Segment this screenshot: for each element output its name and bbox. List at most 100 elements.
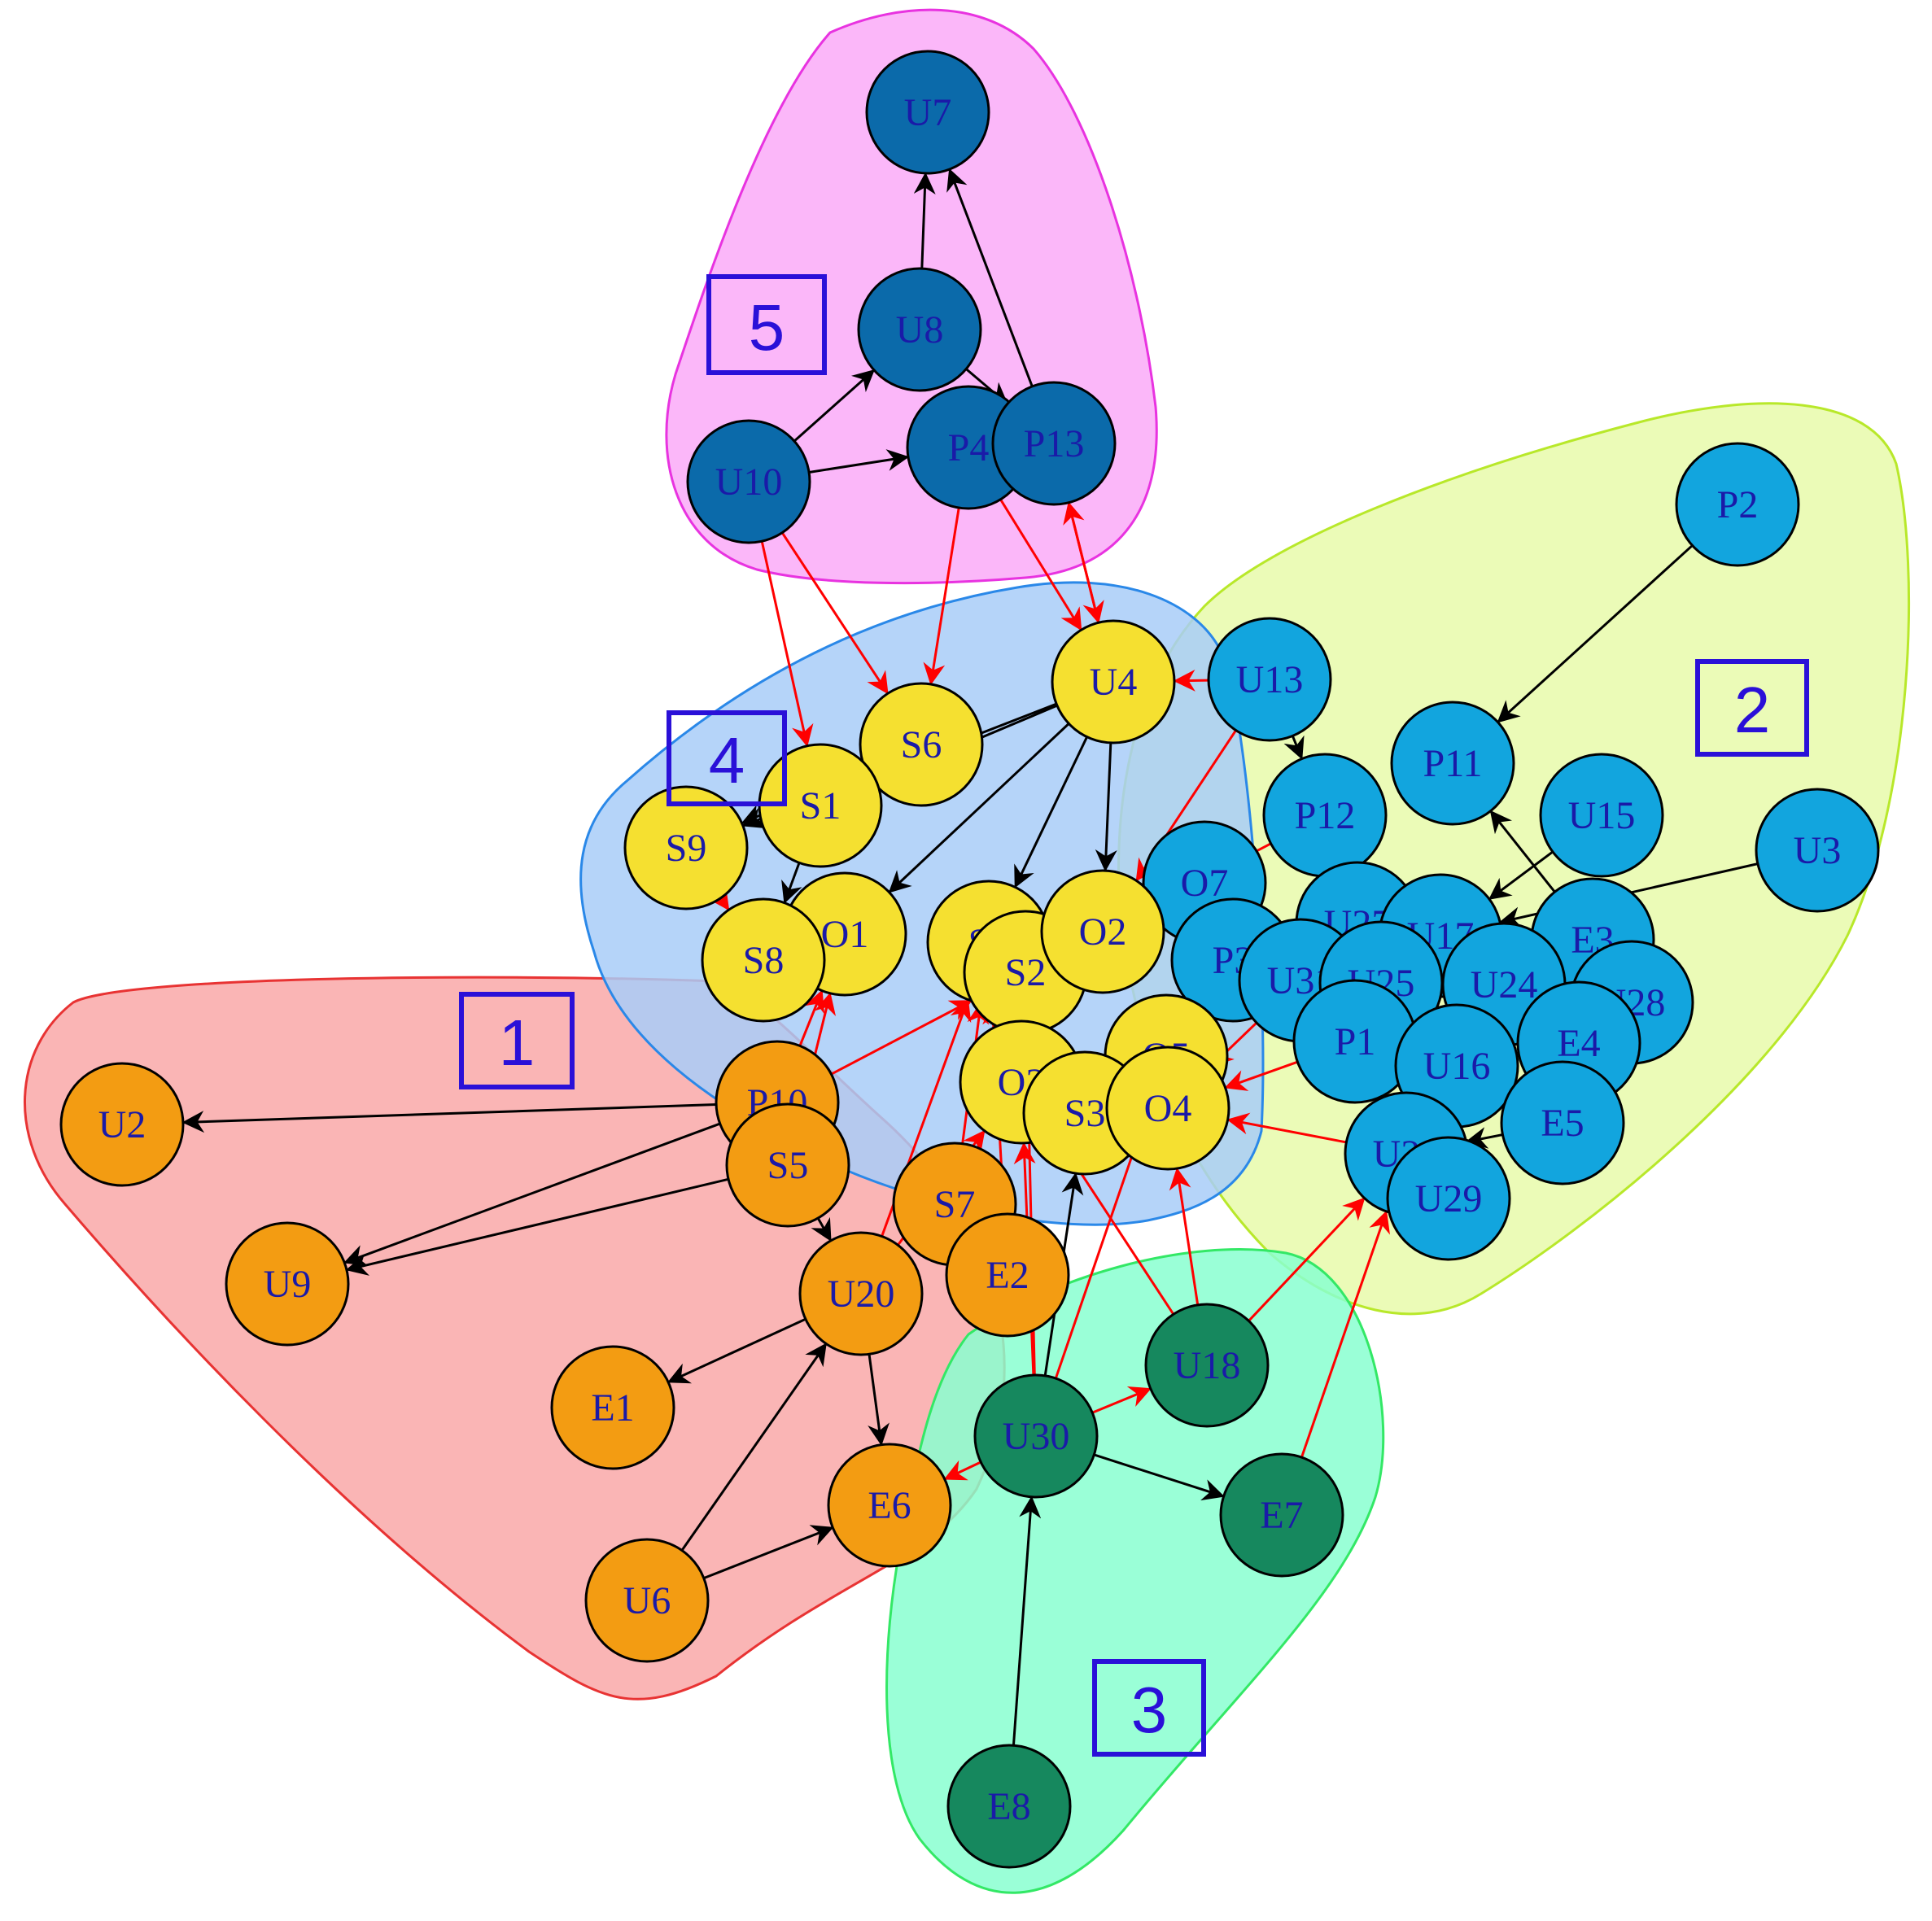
node-label-E8: E8: [987, 1785, 1030, 1828]
group-label-4: 4: [709, 724, 745, 797]
node-O4[interactable]: O4: [1105, 1046, 1230, 1171]
node-circle-E1: [550, 1345, 675, 1470]
node-U10[interactable]: U10: [686, 419, 811, 544]
node-U30[interactable]: U30: [973, 1373, 1099, 1499]
node-E2[interactable]: E2: [945, 1212, 1070, 1338]
node-circle-S5: [725, 1102, 850, 1228]
node-label-E4: E4: [1557, 1022, 1600, 1065]
edge-U30-E6: [943, 1460, 981, 1481]
node-U18[interactable]: U18: [1144, 1303, 1270, 1428]
node-P13[interactable]: P13: [991, 381, 1117, 506]
node-circle-O2: [1040, 869, 1165, 994]
node-label-O2: O2: [1079, 910, 1127, 954]
node-label-U20: U20: [828, 1273, 895, 1316]
edge-U26-O4: [1226, 1112, 1347, 1144]
node-label-U2: U2: [98, 1103, 146, 1146]
node-label-O7: O7: [1181, 862, 1229, 905]
group-label-box-4: 4: [667, 710, 787, 806]
group-label-2: 2: [1734, 674, 1771, 746]
node-E6[interactable]: E6: [827, 1443, 952, 1568]
node-label-S7: S7: [934, 1183, 976, 1226]
node-P2[interactable]: P2: [1675, 442, 1800, 567]
node-label-U16: U16: [1423, 1045, 1491, 1088]
node-label-E5: E5: [1541, 1102, 1584, 1145]
node-E8[interactable]: E8: [946, 1744, 1072, 1869]
edge-U10-S6: [780, 531, 890, 695]
node-circle-U8: [857, 267, 982, 392]
node-U29[interactable]: U29: [1386, 1136, 1511, 1261]
node-circle-U7: [865, 50, 990, 175]
edge-U10-U8: [793, 369, 875, 443]
edge-U18-O4: [1169, 1167, 1200, 1306]
edge-U30-U18: [1091, 1386, 1152, 1414]
node-U8[interactable]: U8: [857, 267, 982, 392]
node-U4[interactable]: U4: [1051, 619, 1176, 744]
node-circle-U30: [973, 1373, 1099, 1499]
edge-U20-E6: [868, 1354, 890, 1447]
edge-E3-P11: [1489, 810, 1556, 893]
group-label-3: 3: [1131, 1674, 1168, 1746]
node-E7[interactable]: E7: [1219, 1452, 1344, 1578]
node-U13[interactable]: U13: [1207, 617, 1332, 742]
edge-U4-P13: [1063, 501, 1100, 623]
node-E5[interactable]: E5: [1500, 1060, 1625, 1185]
edge-P4-U4: [999, 499, 1082, 631]
node-label-E2: E2: [986, 1254, 1029, 1297]
edge-U15-U17: [1488, 850, 1554, 901]
edge-P2-P11: [1497, 544, 1694, 723]
node-label-U4: U4: [1090, 661, 1138, 704]
edge-U20-E1: [667, 1317, 806, 1384]
node-U3[interactable]: U3: [1755, 788, 1880, 913]
node-circle-U6: [584, 1538, 710, 1663]
edge-U4-O2: [1095, 742, 1117, 872]
node-label-E6: E6: [868, 1484, 911, 1527]
node-label-U24: U24: [1471, 963, 1538, 1006]
node-label-O4: O4: [1144, 1087, 1192, 1130]
node-E1[interactable]: E1: [550, 1345, 675, 1470]
node-label-U29: U29: [1415, 1177, 1483, 1220]
node-circle-E8: [946, 1744, 1072, 1869]
node-P11[interactable]: P11: [1390, 701, 1515, 826]
node-label-O1: O1: [821, 913, 869, 956]
group-label-5: 5: [749, 291, 785, 364]
node-circle-P13: [991, 381, 1117, 506]
edge-U4-S4: [1013, 736, 1089, 888]
edge-U13-P12: [1283, 735, 1305, 760]
node-label-S1: S1: [800, 784, 841, 827]
node-P12[interactable]: P12: [1262, 753, 1388, 878]
edge-U13-U4: [1173, 669, 1209, 692]
node-U2[interactable]: U2: [59, 1062, 185, 1187]
node-U6[interactable]: U6: [584, 1538, 710, 1663]
node-circle-U20: [798, 1231, 924, 1356]
node-circle-E2: [945, 1212, 1070, 1338]
node-label-U3: U3: [1794, 829, 1842, 872]
node-S1[interactable]: S1: [758, 743, 883, 868]
edge-U10-P4: [808, 449, 910, 474]
node-S5[interactable]: S5: [725, 1102, 850, 1228]
node-S8[interactable]: S8: [701, 897, 826, 1023]
node-U7[interactable]: U7: [865, 50, 990, 175]
node-label-U30: U30: [1003, 1415, 1070, 1458]
node-label-U7: U7: [904, 91, 952, 134]
edge-P13-U7: [946, 168, 1034, 387]
node-U20[interactable]: U20: [798, 1231, 924, 1356]
node-U9[interactable]: U9: [225, 1221, 350, 1347]
node-circle-U4: [1051, 619, 1176, 744]
node-label-E7: E7: [1260, 1494, 1303, 1537]
node-label-P2: P2: [1717, 483, 1759, 526]
node-P1[interactable]: P1: [1292, 979, 1418, 1104]
edge-E5-U26: [1465, 1127, 1503, 1149]
group-label-box-2: 2: [1695, 659, 1809, 757]
node-label-U9: U9: [264, 1263, 312, 1306]
edge-U6-U20: [680, 1343, 828, 1552]
node-O2[interactable]: O2: [1040, 869, 1165, 994]
node-S6[interactable]: S6: [859, 682, 984, 807]
node-circle-S9: [623, 785, 749, 910]
node-circle-P2: [1675, 442, 1800, 567]
node-circle-U9: [225, 1221, 350, 1347]
edge-P10-U9: [343, 1122, 721, 1266]
node-S9[interactable]: S9: [623, 785, 749, 910]
node-U15[interactable]: U15: [1539, 753, 1664, 878]
node-label-S2: S2: [1005, 951, 1047, 994]
